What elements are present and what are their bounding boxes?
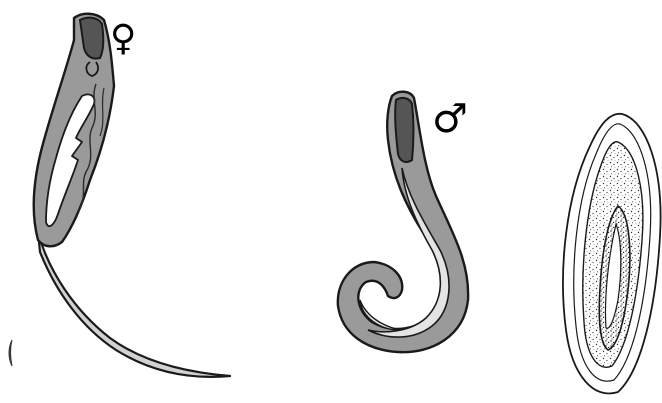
female-worm <box>34 14 230 377</box>
male-worm-gynecophoral-canal <box>368 168 449 337</box>
egg <box>563 114 661 394</box>
edge-mark <box>9 340 12 366</box>
male-symbol-label: ♂ <box>432 96 468 142</box>
female-worm-tail <box>38 232 230 377</box>
female-symbol-label: ♀ <box>110 18 136 59</box>
male-worm-head <box>395 98 413 162</box>
